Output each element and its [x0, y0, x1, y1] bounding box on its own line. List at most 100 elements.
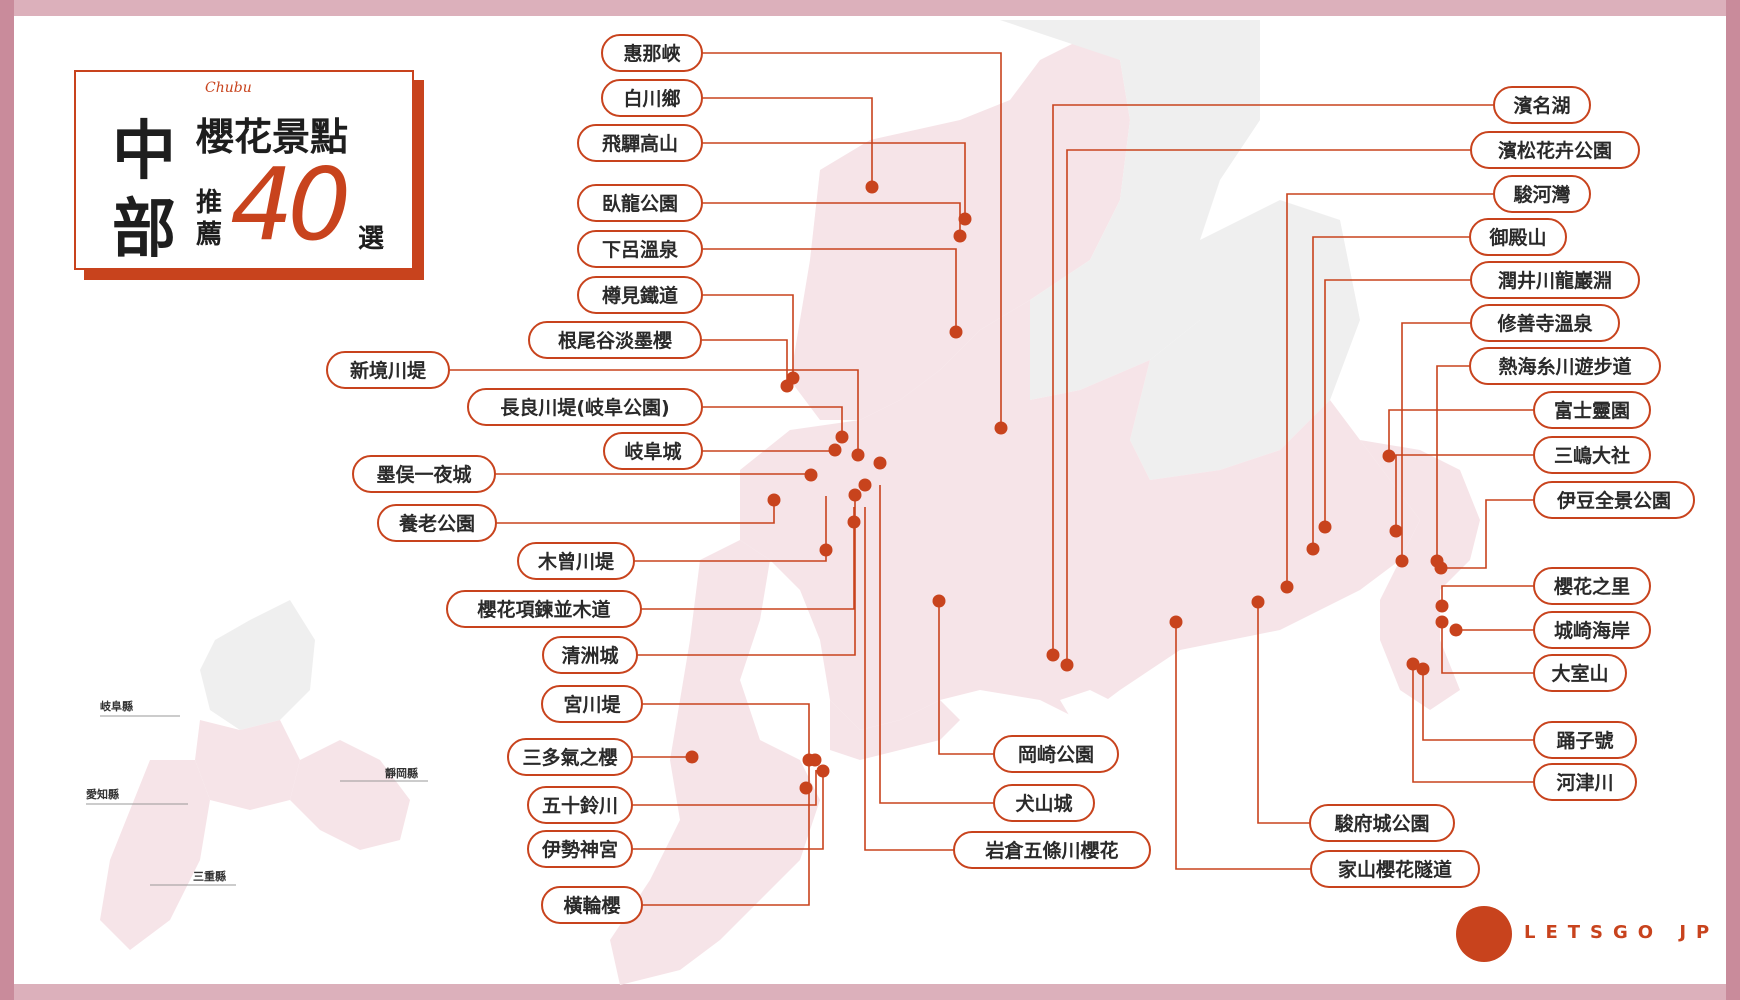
spot-label-pill[interactable] [467, 388, 703, 426]
spot-dot[interactable] [835, 430, 849, 444]
spot-label[interactable]: 宮川堤 [563, 693, 621, 716]
spot-dot[interactable] [767, 493, 781, 507]
spot-label[interactable]: 樽見鐵道 [602, 284, 678, 307]
spot-dot[interactable] [799, 781, 813, 795]
spot-label-pill[interactable] [1309, 804, 1455, 842]
spot-dot[interactable] [1449, 623, 1463, 637]
spot-label[interactable]: 三多氣之櫻 [522, 746, 617, 769]
spot-label-pill[interactable] [577, 276, 703, 314]
spot-label[interactable]: 下呂溫泉 [602, 238, 679, 261]
spot-dot[interactable] [1060, 658, 1074, 672]
spot-label[interactable]: 白川鄉 [623, 87, 680, 110]
spot-label-pill[interactable] [517, 542, 635, 580]
spot-dot[interactable] [819, 543, 833, 557]
spot-label-pill[interactable] [577, 184, 703, 222]
spot-label[interactable]: 熱海糸川遊步道 [1498, 355, 1631, 378]
spot-label-pill[interactable] [601, 34, 703, 72]
spot-label-pill[interactable] [993, 784, 1095, 822]
spot-label-pill[interactable] [1533, 654, 1627, 692]
spot-label-pill[interactable] [601, 79, 703, 117]
spot-label[interactable]: 潤井川龍巖淵 [1498, 269, 1612, 292]
spot-label-pill[interactable] [1533, 481, 1695, 519]
spot-label[interactable]: 城崎海岸 [1554, 619, 1630, 642]
spot-label-pill[interactable] [446, 590, 642, 628]
spot-label-pill[interactable] [953, 831, 1151, 869]
spot-dot[interactable] [851, 448, 865, 462]
spot-label[interactable]: 飛驒高山 [602, 132, 678, 155]
spot-label-pill[interactable] [577, 230, 703, 268]
spot-label[interactable]: 清洲城 [561, 644, 618, 667]
spot-label[interactable]: 濱松花卉公園 [1498, 139, 1612, 162]
spot-dot[interactable] [1434, 561, 1448, 575]
spot-label-pill[interactable] [1533, 721, 1637, 759]
spot-label[interactable]: 犬山城 [1015, 792, 1072, 815]
spot-label-pill[interactable] [1470, 261, 1640, 299]
spot-label-pill[interactable] [528, 321, 702, 359]
spot-label[interactable]: 大室山 [1551, 662, 1608, 685]
spot-dot[interactable] [847, 515, 861, 529]
spot-label[interactable]: 河津川 [1556, 771, 1613, 794]
spot-dot[interactable] [994, 421, 1008, 435]
spot-label-pill[interactable] [352, 455, 496, 493]
spot-label-pill[interactable] [377, 504, 497, 542]
spot-dot[interactable] [1169, 615, 1183, 629]
spot-label[interactable]: 墨俣一夜城 [376, 463, 471, 486]
spot-label[interactable]: 長良川堤(岐阜公園) [500, 396, 669, 419]
spot-label[interactable]: 根尾谷淡墨櫻 [558, 329, 672, 352]
spot-label[interactable]: 駿河灣 [1513, 183, 1570, 206]
spot-label[interactable]: 富士靈園 [1554, 399, 1630, 422]
spot-label-pill[interactable] [1493, 86, 1591, 124]
spot-label-pill[interactable] [507, 738, 633, 776]
spot-dot[interactable] [1318, 520, 1332, 534]
spot-label-pill[interactable] [1310, 850, 1480, 888]
spot-dot[interactable] [1382, 449, 1396, 463]
spot-dot[interactable] [1046, 648, 1060, 662]
spot-label[interactable]: 臥龍公園 [602, 192, 678, 215]
spot-label-pill[interactable] [542, 636, 638, 674]
spot-label[interactable]: 家山櫻花隧道 [1338, 858, 1452, 881]
spot-label[interactable]: 養老公園 [398, 512, 475, 535]
spot-label[interactable]: 惠那峽 [623, 42, 681, 65]
spot-dot[interactable] [949, 325, 963, 339]
spot-label-pill[interactable] [1470, 304, 1620, 342]
spot-label-pill[interactable] [1533, 391, 1651, 429]
spot-label[interactable]: 木曾川堤 [537, 550, 615, 573]
spot-dot[interactable] [1389, 524, 1403, 538]
spot-dot[interactable] [1251, 595, 1265, 609]
spot-dot[interactable] [1306, 542, 1320, 556]
spot-label-pill[interactable] [1533, 567, 1651, 605]
spot-dot[interactable] [1395, 554, 1409, 568]
spot-label[interactable]: 伊豆全景公園 [1556, 489, 1671, 512]
spot-label[interactable]: 橫輪櫻 [563, 894, 620, 917]
spot-label-pill[interactable] [1469, 218, 1567, 256]
spot-label-pill[interactable] [577, 124, 703, 162]
spot-dot[interactable] [1280, 580, 1294, 594]
spot-dot[interactable] [865, 180, 879, 194]
spot-label[interactable]: 五十鈴川 [542, 794, 618, 817]
spot-dot[interactable] [808, 753, 822, 767]
spot-label-pill[interactable] [1470, 131, 1640, 169]
spot-label-pill[interactable] [1533, 611, 1651, 649]
spot-dot[interactable] [848, 488, 862, 502]
spot-label-pill[interactable] [603, 432, 703, 470]
spot-dot[interactable] [958, 212, 972, 226]
spot-dot[interactable] [816, 764, 830, 778]
spot-dot[interactable] [873, 456, 887, 470]
spot-dot[interactable] [953, 229, 967, 243]
spot-dot[interactable] [780, 379, 794, 393]
spot-label-pill[interactable] [1469, 347, 1661, 385]
spot-label-pill[interactable] [541, 886, 643, 924]
spot-dot[interactable] [1435, 615, 1449, 629]
spot-label-pill[interactable] [1533, 436, 1651, 474]
spot-label[interactable]: 濱名湖 [1513, 94, 1570, 117]
spot-label-pill[interactable] [1493, 175, 1591, 213]
spot-dot[interactable] [1435, 599, 1449, 613]
spot-label-pill[interactable] [527, 830, 633, 868]
spot-label[interactable]: 駿府城公園 [1334, 812, 1429, 835]
spot-dot[interactable] [858, 478, 872, 492]
spot-label[interactable]: 櫻花項鍊並木道 [476, 598, 610, 621]
spot-label[interactable]: 岡崎公園 [1018, 743, 1094, 766]
spot-label-pill[interactable] [1533, 763, 1637, 801]
spot-dot[interactable] [828, 443, 842, 457]
spot-label-pill[interactable] [541, 685, 643, 723]
